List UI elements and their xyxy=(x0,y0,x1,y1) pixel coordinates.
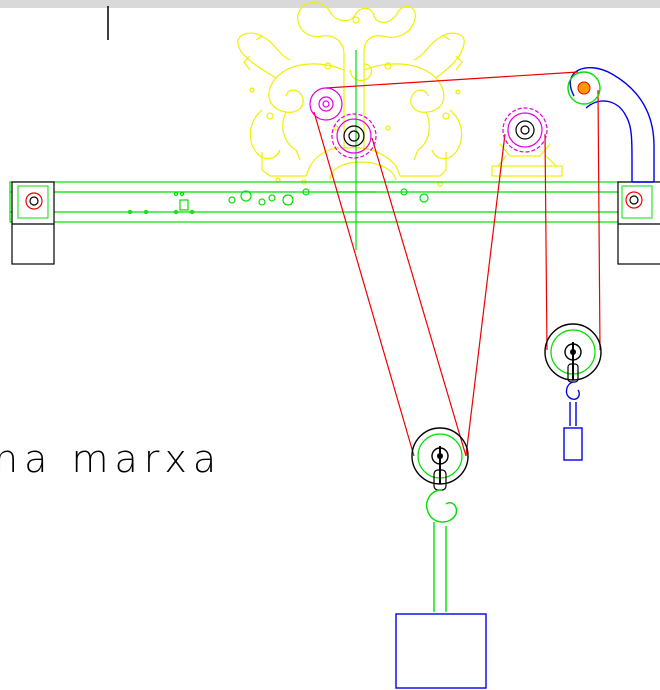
small-hook xyxy=(565,381,580,426)
gear-plate xyxy=(237,2,563,187)
rope xyxy=(313,71,601,457)
weight-icon xyxy=(563,427,583,461)
sprocket-center xyxy=(331,113,377,159)
drawing-label: na marxa xyxy=(0,437,222,481)
large-hook xyxy=(426,489,458,612)
frame-beam xyxy=(9,50,660,250)
sprocket-right xyxy=(502,107,548,153)
pulley-icon xyxy=(411,427,469,491)
idler-pulley xyxy=(567,71,601,105)
bearing-icon xyxy=(25,192,43,210)
bearing-icon xyxy=(625,191,643,209)
pinion-gear-left xyxy=(309,87,343,121)
right-bearing-block xyxy=(617,181,660,265)
weight-icon xyxy=(395,613,487,689)
pulley-icon xyxy=(544,323,602,383)
left-bearing-block xyxy=(11,181,55,265)
top-rule xyxy=(0,0,660,8)
